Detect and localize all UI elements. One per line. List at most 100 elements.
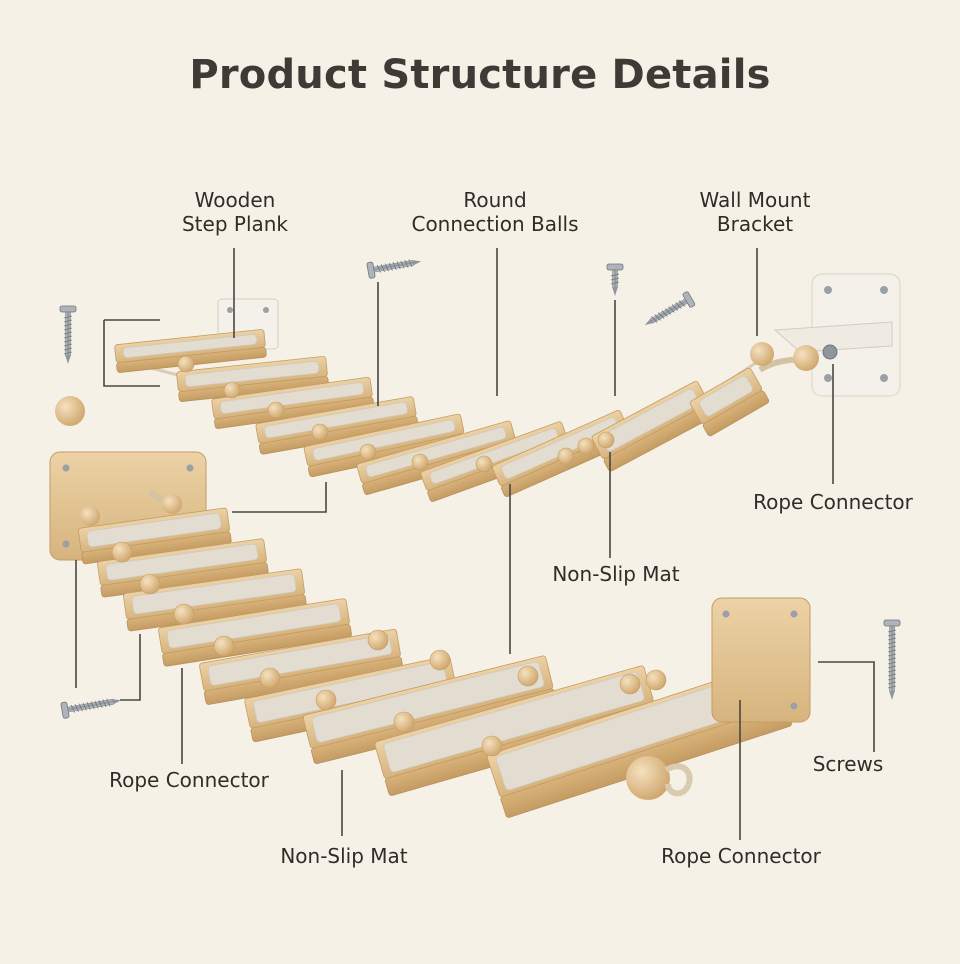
label-line: Step Plank <box>181 212 289 236</box>
screw-thread <box>380 264 385 273</box>
connection-ball <box>315 689 337 711</box>
screw-thread <box>78 703 83 712</box>
lower-bridge <box>49 451 811 818</box>
label-wall-mount-bracket: Wall Mount Bracket <box>680 188 830 236</box>
label-line: Wooden <box>194 188 276 212</box>
label-non-slip-mat-middle: Non-Slip Mat <box>552 562 680 586</box>
screw-thread <box>63 315 73 319</box>
leader-step-plank-bracket <box>103 320 160 387</box>
screw-thread <box>887 669 897 673</box>
screw-thread <box>887 641 897 645</box>
loose-connection-ball <box>55 396 85 426</box>
connection-ball <box>259 667 281 689</box>
screw-thread <box>94 700 99 709</box>
non-slip-mat <box>184 361 320 387</box>
label-line: Connection Balls <box>411 212 579 236</box>
non-slip-mat <box>131 573 297 615</box>
screw-thread <box>887 661 897 665</box>
screw-thread <box>610 277 620 281</box>
connection-ball <box>177 355 195 373</box>
screw-thread <box>887 677 897 681</box>
leader-left-screw <box>120 634 141 701</box>
label-line: Wall Mount <box>699 188 811 212</box>
screw-thread <box>887 637 897 641</box>
screw-thread <box>396 261 401 270</box>
connection-ball <box>173 603 195 625</box>
screw-thread <box>74 704 79 713</box>
non-slip-mat <box>219 382 365 414</box>
label-line: Round <box>463 188 527 212</box>
lower-step-plank <box>158 598 352 667</box>
screw-thread <box>63 339 73 343</box>
screw-thread <box>887 649 897 653</box>
screw-head <box>883 619 901 627</box>
connection-ball <box>213 635 235 657</box>
screw-thread <box>106 698 111 707</box>
screw-thread <box>887 665 897 669</box>
screw-thread <box>661 310 668 317</box>
label-line: Bracket <box>716 212 794 236</box>
screw-thread <box>86 702 91 710</box>
connection-ball <box>619 673 641 695</box>
screw-thread <box>651 316 658 323</box>
screw-head <box>606 263 624 271</box>
screw-tip <box>612 288 618 296</box>
connection-ball <box>311 423 329 441</box>
screw-thread <box>657 312 665 319</box>
leader-lines <box>75 248 875 840</box>
screw-thread <box>70 704 75 713</box>
upper-planks <box>114 329 770 502</box>
screw-thread <box>63 347 73 351</box>
screw-thread <box>887 629 897 633</box>
connection-ball <box>411 453 429 471</box>
lower-left-rope-connector <box>80 489 182 526</box>
screw <box>60 698 122 719</box>
screw-thread <box>887 673 897 677</box>
connection-ball <box>223 381 241 399</box>
screw-thread <box>887 653 897 657</box>
screw-tip <box>112 699 122 705</box>
screw-thread <box>654 314 661 321</box>
non-slip-mat <box>312 419 456 461</box>
connection-ball <box>367 629 389 651</box>
non-slip-mat <box>86 512 222 548</box>
connection-ball <box>517 665 539 687</box>
screw-thread <box>668 306 675 313</box>
non-slip-mat <box>699 375 753 417</box>
non-slip-mat <box>264 401 408 439</box>
page-title: Product Structure Details <box>189 52 771 98</box>
non-slip-mat <box>122 334 258 358</box>
connection-ball <box>597 431 615 449</box>
screw-thread <box>376 264 381 273</box>
label-rope-connector-left: Rope Connector <box>109 768 269 792</box>
screw-thread <box>392 262 397 270</box>
screw-head <box>59 305 77 313</box>
screw-thread <box>63 343 73 347</box>
screw <box>366 259 422 279</box>
screw-thread <box>384 263 389 272</box>
screw-thread <box>610 273 620 277</box>
non-slip-mat <box>105 543 259 581</box>
label-rope-connector-bottom: Rope Connector <box>661 844 821 868</box>
connection-ball <box>475 455 493 473</box>
screw-thread <box>98 699 103 708</box>
screw-thread <box>678 300 686 307</box>
non-slip-mat <box>383 671 645 773</box>
screw-thread <box>90 701 95 710</box>
connection-ball <box>267 401 285 419</box>
connection-ball <box>359 443 377 461</box>
screw-thread <box>63 331 73 335</box>
screw-thread <box>388 262 393 271</box>
screws-group <box>59 259 901 719</box>
connection-ball <box>139 573 161 595</box>
non-slip-mat <box>365 426 507 478</box>
screw-tip <box>412 260 422 266</box>
connection-ball <box>557 447 575 465</box>
lower-step-plank <box>123 568 307 632</box>
lower-right-wall-bracket <box>711 597 811 723</box>
screw-thread <box>675 302 682 309</box>
connection-ball <box>481 735 503 757</box>
lower-step-plank <box>199 628 404 705</box>
wall-mount-bracket <box>773 273 901 397</box>
